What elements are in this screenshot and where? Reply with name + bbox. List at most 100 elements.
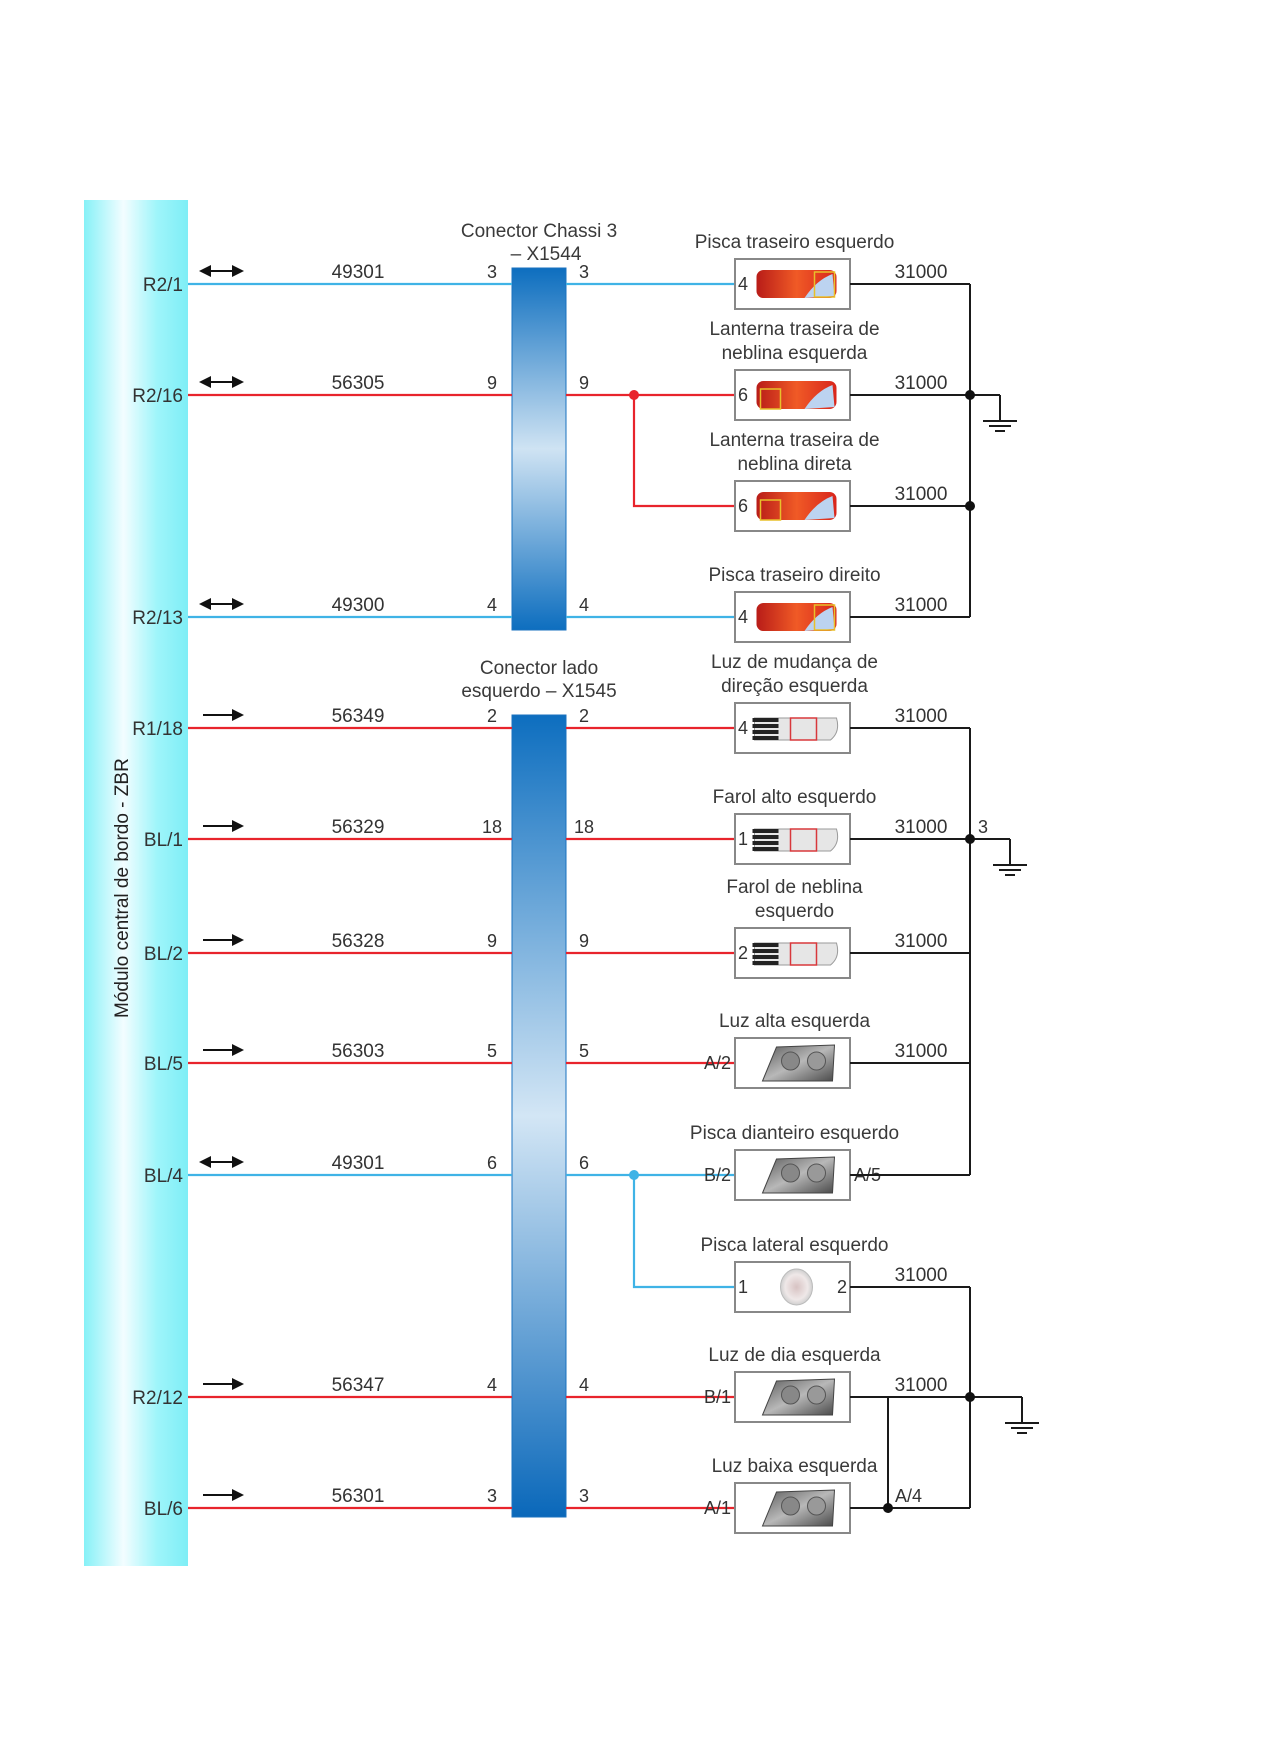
ground-wire-number: 31000: [895, 595, 948, 616]
ground-wire-number: 31000: [895, 1265, 948, 1286]
ground-wire-number: 31000: [895, 1375, 948, 1396]
connector-pin-in: 3: [487, 262, 497, 282]
lamp-icon: [780, 1268, 813, 1306]
module-pin-label: BL/4: [144, 1166, 184, 1187]
ground-icon: [965, 1392, 1039, 1434]
lamp-icon: [752, 942, 839, 966]
component-pin-in: A/1: [704, 1498, 731, 1518]
connector-pin-in: 4: [487, 1375, 497, 1395]
lamp-icon: [756, 603, 837, 631]
connector-pin-in: 9: [487, 931, 497, 951]
component-pin-in: 4: [738, 607, 748, 627]
component-title: esquerdo: [755, 901, 834, 922]
component-title: Pisca traseiro direito: [708, 565, 880, 586]
junction-dot: [965, 834, 975, 844]
component-title: Luz de dia esquerda: [708, 1345, 881, 1366]
module-pin-label: BL/2: [144, 944, 183, 965]
lamp-icon: [756, 492, 837, 521]
component-4: Pisca traseiro direito 4 31000: [708, 565, 970, 643]
right-arrow-icon: [203, 709, 244, 721]
junction-dot: [883, 1503, 893, 1513]
component-pin-in: B/1: [704, 1387, 731, 1407]
rear-lamp-lens: [804, 607, 835, 631]
lamp-icon: [752, 828, 839, 852]
connector-x1545-title-1: Conector lado: [480, 658, 598, 679]
side-marker-lamp: [780, 1268, 813, 1306]
connector-x1545: Conector lado esquerdo – X1545: [461, 658, 617, 1518]
connector-pin-in: 3: [487, 1486, 497, 1506]
wire-number: 49300: [332, 595, 385, 616]
connector-pin-in: 18: [482, 817, 502, 837]
module-pin-label: BL/6: [144, 1499, 183, 1520]
module-pin-label: R2/16: [132, 386, 183, 407]
wire-number: 49301: [332, 1153, 385, 1174]
wire-number: 49301: [332, 262, 385, 283]
highlight-box: [759, 499, 782, 521]
connector-pin-out: 4: [579, 1375, 589, 1395]
ground-wire-number: 31000: [895, 373, 948, 394]
component-title: Lanterna traseira de: [709, 319, 879, 340]
right-arrow-icon: [203, 1044, 244, 1056]
lamp-icon: [761, 1489, 836, 1527]
connector-pin-out: 18: [574, 817, 594, 837]
component-pin-in: 1: [738, 829, 748, 849]
bidirectional-arrow-icon: [199, 1156, 244, 1168]
splice-wire-rear-fog: [632, 395, 735, 508]
component-title: Farol alto esquerdo: [713, 787, 877, 808]
module-pin-label: R2/13: [132, 608, 183, 629]
component-title: neblina direta: [737, 454, 852, 475]
splice-wire-side-marker: [632, 1175, 735, 1289]
branch-wires: [629, 390, 735, 1289]
ground-icon: 3: [965, 817, 1027, 876]
component-title: Luz de mudança de: [711, 652, 878, 673]
ground-wire-number: 31000: [895, 931, 948, 952]
rear-lamp-lens: [804, 385, 835, 409]
right-arrow-icon: [203, 1378, 244, 1390]
ground-node-label: 3: [978, 817, 988, 837]
connector-pin-out: 9: [579, 373, 589, 393]
component-pin-in: 4: [738, 718, 748, 738]
highlight-box: [789, 942, 818, 966]
ground-wire-number: 31000: [895, 484, 948, 505]
bidirectional-arrow-icon: [199, 376, 244, 388]
connector-x1544-title-2: – X1544: [511, 244, 582, 265]
lamp-icon: [756, 270, 837, 298]
rear-lamp-lens: [804, 274, 835, 298]
component-title: Lanterna traseira de: [709, 430, 879, 451]
rear-lamp-lens: [804, 496, 835, 520]
component-pin-in: 1: [738, 1277, 748, 1297]
highlight-box: [813, 604, 836, 631]
right-arrow-icon: [203, 1489, 244, 1501]
ground-wire-number: 31000: [895, 706, 948, 727]
component-title: Luz alta esquerda: [719, 1011, 870, 1032]
wire-number: 56303: [332, 1041, 385, 1062]
connector-pin-out: 4: [579, 595, 589, 615]
component-title: neblina esquerda: [722, 343, 868, 364]
connector-pin-out: 5: [579, 1041, 589, 1061]
ground-icon: [965, 390, 1017, 432]
lamp-icon: [761, 1044, 836, 1082]
wire-number: 56328: [332, 931, 385, 952]
junction-dot: [965, 1392, 975, 1402]
component-pin-in: A/2: [704, 1053, 731, 1073]
module-pin-label: R2/1: [143, 275, 183, 296]
